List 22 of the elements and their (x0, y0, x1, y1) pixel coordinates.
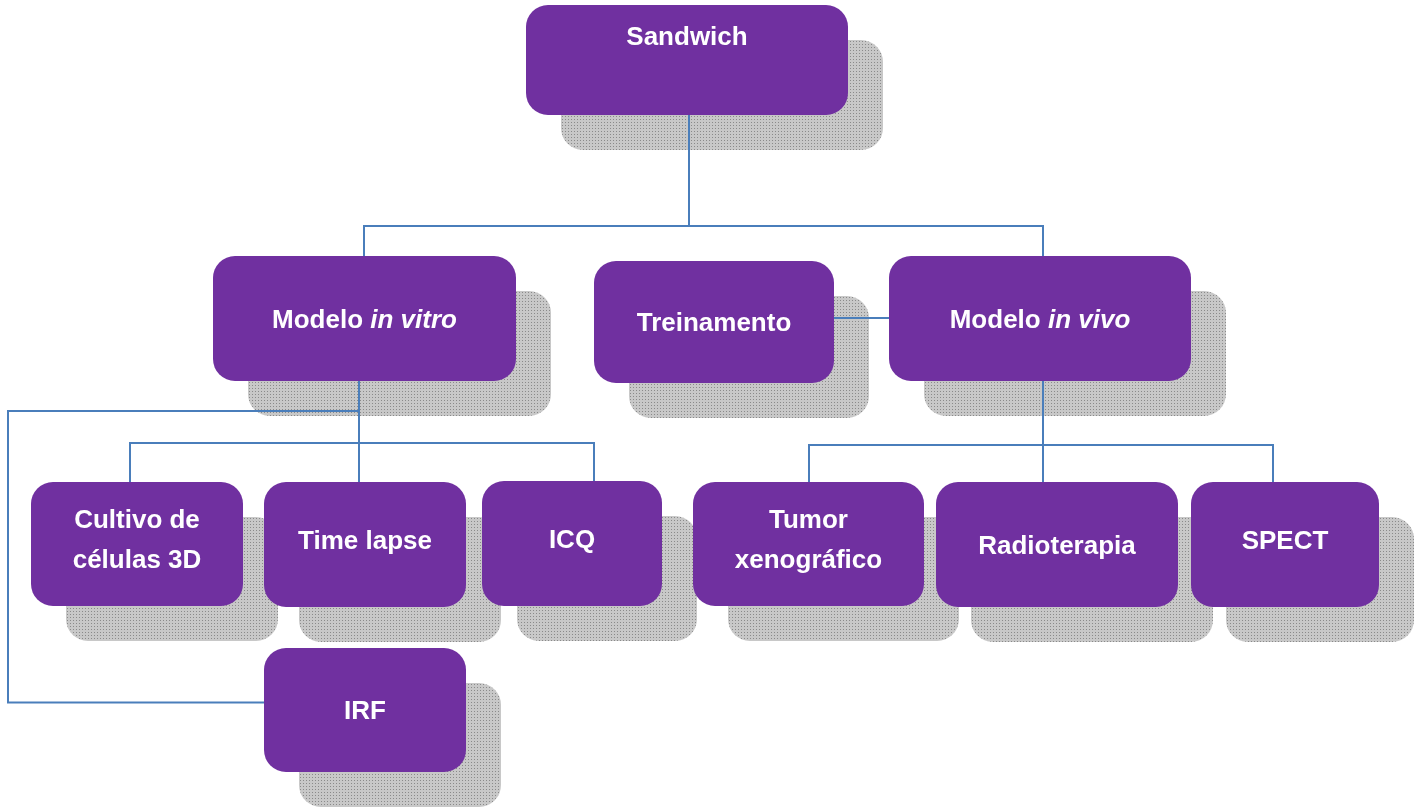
node-label: ICQ (548, 522, 596, 556)
process-box (1191, 482, 1379, 607)
process-box (31, 482, 243, 606)
node-label: Sandwich (626, 20, 748, 53)
process-box (693, 482, 924, 606)
node-label: Treinamento (636, 306, 792, 339)
process-box (889, 256, 1191, 381)
process-box (264, 482, 466, 607)
node-label: Radioterapia (978, 528, 1136, 562)
node-label: Time lapse (298, 523, 432, 557)
process-box (526, 5, 848, 115)
node-label: IRF (344, 694, 386, 727)
node-label: Modelo in vivo (949, 302, 1131, 336)
process-box (594, 261, 834, 383)
node-label: Tumor xenográfico (733, 503, 884, 576)
process-box (213, 256, 516, 381)
process-box (264, 648, 466, 772)
node-label: Modelo in vitro (272, 302, 457, 336)
process-box (936, 482, 1178, 607)
process-box (482, 481, 662, 606)
node-label: SPECT (1241, 523, 1329, 557)
node-label: Cultivo de células 3D (71, 503, 203, 576)
